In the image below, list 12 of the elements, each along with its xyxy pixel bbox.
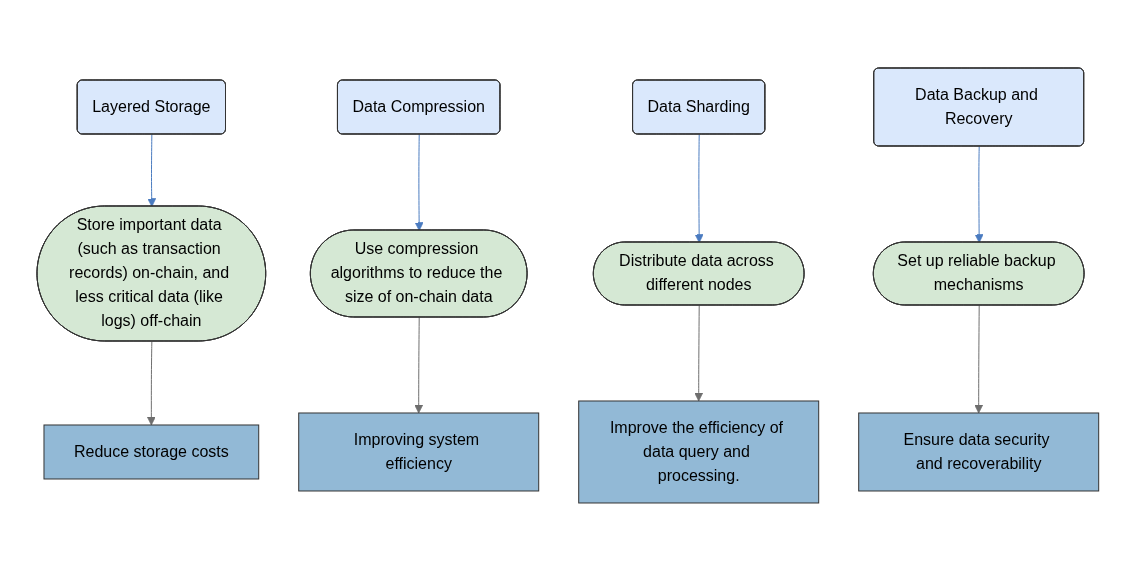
- arrow: [974, 145, 984, 243]
- node-box: Reduce storage costs: [43, 424, 260, 479]
- arrow: [147, 340, 156, 425]
- arrow: [974, 304, 984, 413]
- node-box: Improve the efficiency of data query and processing.: [578, 400, 820, 503]
- arrow: [147, 133, 157, 207]
- arrow: [414, 316, 424, 413]
- arrow: [694, 304, 704, 401]
- node-box: Improving system efficiency: [298, 412, 540, 491]
- arrow: [694, 133, 704, 243]
- node-box: Ensure data security and recoverability: [858, 412, 1100, 491]
- arrow: [414, 133, 424, 231]
